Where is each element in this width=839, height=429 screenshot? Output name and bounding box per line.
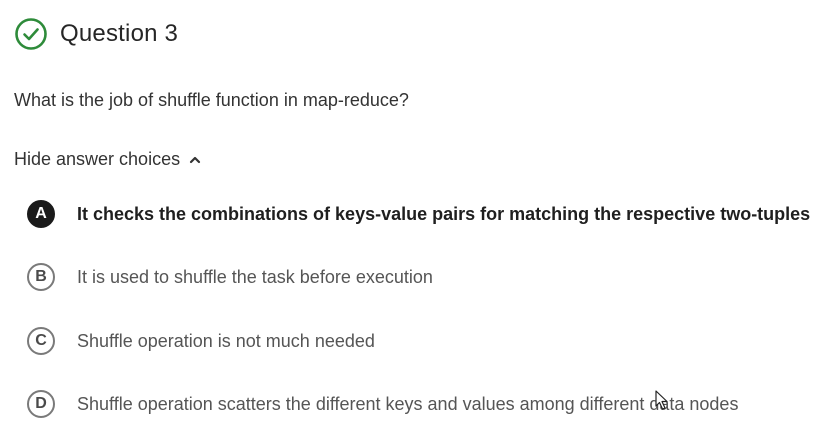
question-text: What is the job of shuffle function in m… [14,90,409,110]
question-title: Question 3 [60,20,179,47]
choice-text: Shuffle operation scatters the different… [77,393,739,414]
choice-text: Shuffle operation is not much needed [77,330,375,351]
choice-text: It is used to shuffle the task before ex… [77,266,433,287]
choice-letter-badge: B [27,263,55,291]
question-header: Question 3 [14,16,178,52]
choice-letter-badge: C [27,327,55,355]
choice-text: It checks the combinations of keys-value… [77,203,811,224]
hide-answer-choices-toggle[interactable]: Hide answer choices [14,149,202,170]
check-circle-icon [15,18,47,50]
chevron-up-icon [189,156,201,163]
choice-letter-badge: A [27,200,55,228]
answer-choice-c[interactable]: C Shuffle operation is not much needed [27,325,375,357]
answer-choice-d[interactable]: D Shuffle operation scatters the differe… [27,388,738,420]
answer-choice-b[interactable]: B It is used to shuffle the task before … [27,261,433,293]
choice-letter-badge: D [27,390,55,418]
mouse-pointer-icon [655,390,668,410]
answer-choice-a[interactable]: A It checks the combinations of keys-val… [27,198,810,230]
toggle-label: Hide answer choices [14,149,181,169]
